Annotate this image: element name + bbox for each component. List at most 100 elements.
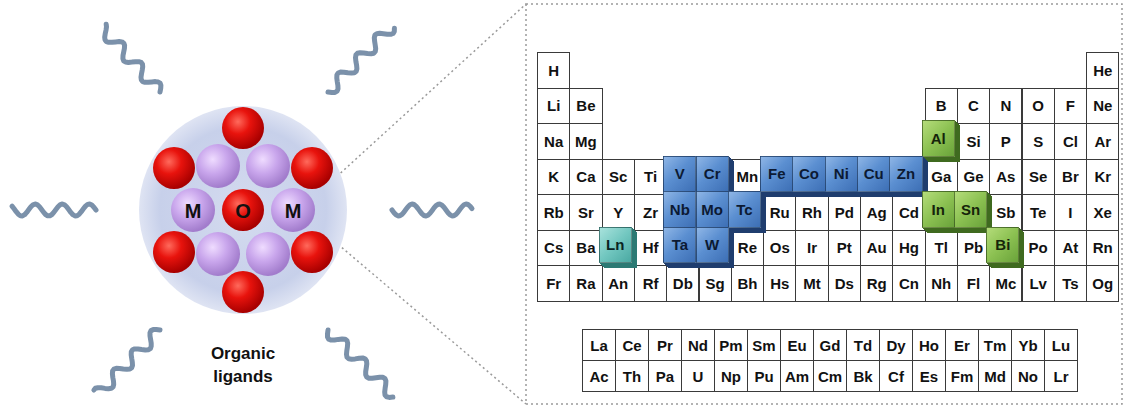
highlighted-element-cell: In (922, 191, 955, 228)
element-cell: Fl (957, 265, 990, 302)
element-symbol: K (548, 168, 559, 185)
element-cell: Lu (1044, 329, 1078, 361)
element-symbol: Sm (752, 337, 775, 354)
element-symbol: Rf (643, 275, 659, 292)
element-symbol: La (590, 337, 608, 354)
element-cell: Ca (569, 159, 602, 196)
element-cell: Sg (699, 265, 732, 302)
element-symbol: Ra (576, 275, 595, 292)
element-cell: Cn (892, 265, 925, 302)
element-cell: O (1022, 88, 1055, 125)
element-cell: Cs (537, 230, 570, 267)
element-symbol: Co (799, 165, 819, 182)
element-symbol: Cr (704, 165, 721, 182)
element-symbol: Tm (984, 337, 1007, 354)
metal-spheres (171, 144, 315, 276)
ligand-chain (328, 330, 393, 397)
element-cell: Og (1086, 265, 1119, 302)
element-symbol: F (1066, 97, 1075, 114)
element-symbol: Fr (546, 275, 561, 292)
element-symbol: Pr (657, 337, 673, 354)
element-symbol: Cd (899, 204, 919, 221)
element-cell: Sr (569, 194, 602, 231)
element-cell: Ra (569, 265, 602, 302)
highlighted-element-cell: Mo (696, 191, 729, 228)
element-symbol: Md (984, 368, 1006, 385)
element-symbol: Tc (736, 201, 752, 218)
element-symbol: C (968, 97, 979, 114)
element-cell: Ho (912, 329, 946, 361)
element-symbol: In (932, 201, 945, 218)
element-symbol: Pt (837, 239, 852, 256)
highlighted-element-cell: Fe (760, 156, 793, 193)
element-cell: Rh (795, 194, 828, 231)
element-cell: Ds (828, 265, 861, 302)
element-symbol: Ga (931, 168, 951, 185)
element-cell: Ce (615, 329, 649, 361)
element-cell: Td (846, 329, 880, 361)
highlighted-element-cell: Ta (663, 227, 696, 264)
element-symbol: U (693, 368, 704, 385)
element-symbol: Na (544, 133, 563, 150)
ligand-caption: Organic ligands (193, 343, 293, 389)
element-symbol: Ds (835, 275, 854, 292)
element-cell: Rg (860, 265, 893, 302)
element-cell: Ac (582, 360, 616, 392)
element-cell: Mn (731, 159, 764, 196)
element-symbol: Fm (951, 368, 974, 385)
element-cell: Mt (795, 265, 828, 302)
element-symbol: No (1018, 368, 1038, 385)
element-symbol: Sr (578, 204, 594, 221)
element-symbol: Y (613, 204, 623, 221)
element-symbol: Ce (622, 337, 641, 354)
element-cell: Gd (813, 329, 847, 361)
element-symbol: Ir (807, 239, 817, 256)
element-cell: At (1054, 230, 1087, 267)
element-symbol: Cs (544, 239, 563, 256)
highlighted-element-cell: V (663, 156, 696, 193)
element-cell: Pa (648, 360, 682, 392)
table-frame (526, 4, 1122, 404)
element-cell: Te (1022, 194, 1055, 231)
element-symbol: Re (738, 239, 757, 256)
element-symbol: Kr (1094, 168, 1111, 185)
element-symbol: At (1063, 239, 1079, 256)
metal-symbol: M (278, 198, 308, 225)
element-symbol: Cu (864, 165, 884, 182)
element-cell: An (602, 265, 635, 302)
element-cell: Mg (569, 123, 602, 160)
element-cell: Re (731, 230, 764, 267)
element-symbol: Dy (886, 337, 905, 354)
element-cell: Sm (747, 329, 781, 361)
element-symbol: Ta (672, 236, 688, 253)
element-symbol: Ho (919, 337, 939, 354)
element-cell: Nh (925, 265, 958, 302)
element-symbol: Td (854, 337, 872, 354)
element-cell: C (957, 88, 990, 125)
element-cell: N (989, 88, 1022, 125)
element-cell: Es (912, 360, 946, 392)
element-symbol: O (1032, 97, 1044, 114)
element-cell: Cf (879, 360, 913, 392)
element-symbol: Er (954, 337, 970, 354)
highlighted-element-cell: Tc (728, 191, 761, 228)
element-cell: Tm (978, 329, 1012, 361)
highlighted-element-cell: W (696, 227, 729, 264)
element-symbol: B (936, 97, 947, 114)
element-cell: No (1011, 360, 1045, 392)
element-cell: I (1054, 194, 1087, 231)
element-cell: Fr (537, 265, 570, 302)
element-symbol: Ag (867, 204, 887, 221)
element-cell: Pr (648, 329, 682, 361)
element-cell: Be (569, 88, 602, 125)
element-symbol: Hg (899, 239, 919, 256)
element-symbol: Mo (701, 201, 723, 218)
element-cell: Ts (1054, 265, 1087, 302)
element-cell: Db (666, 265, 699, 302)
element-cell: Sb (989, 194, 1022, 231)
element-cell: Np (714, 360, 748, 392)
element-symbol: Lr (1054, 368, 1069, 385)
element-cell: Sc (602, 159, 635, 196)
element-cell: B (925, 88, 958, 125)
ligand-chain (328, 28, 394, 92)
